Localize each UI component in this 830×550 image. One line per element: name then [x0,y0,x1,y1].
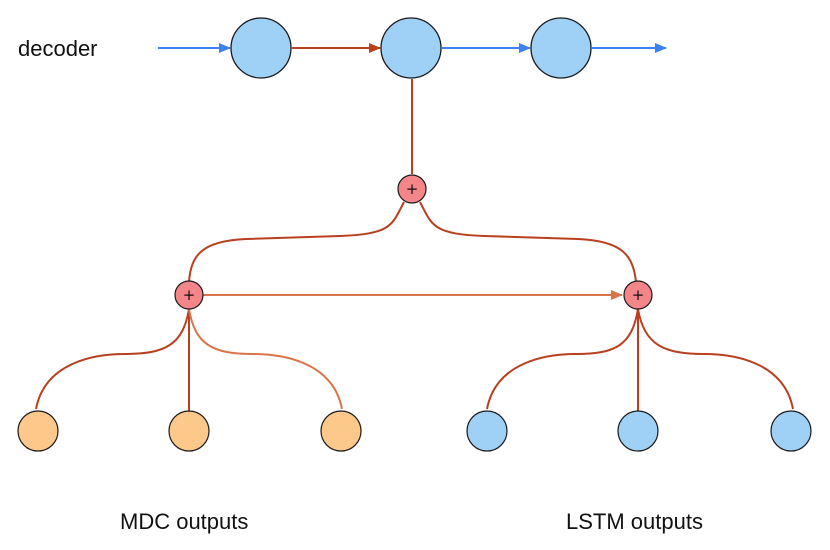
lstm-output-3-curve [637,308,794,410]
decoder-node-1 [230,17,292,79]
decoder-node-3 [530,17,592,79]
lstm-output-1-curve [486,308,639,410]
lstm-output-node-1 [466,410,508,452]
top-plus-to-right-plus-curve [419,201,637,283]
mdc-outputs-label: MDC outputs [120,509,249,534]
right-plus-symbol: + [632,286,645,304]
lstm-outputs-label: LSTM outputs [566,509,703,534]
mdc-output-1-curve [35,308,190,410]
right-plus-node: + [623,280,653,310]
mdc-output-3-curve [188,308,343,410]
left-plus-symbol: + [183,286,196,304]
decoder-node-2 [380,17,442,79]
decoder-label: decoder [18,36,98,61]
mdc-output-node-2 [168,410,210,452]
lstm-output-node-2 [617,410,659,452]
top-plus-symbol: + [406,180,419,198]
mdc-output-node-1 [17,410,59,452]
left-plus-node: + [174,280,204,310]
mdc-output-node-3 [320,410,362,452]
lstm-output-node-3 [770,410,812,452]
top-plus-node: + [397,174,427,204]
top-plus-to-left-plus-curve [188,201,405,283]
